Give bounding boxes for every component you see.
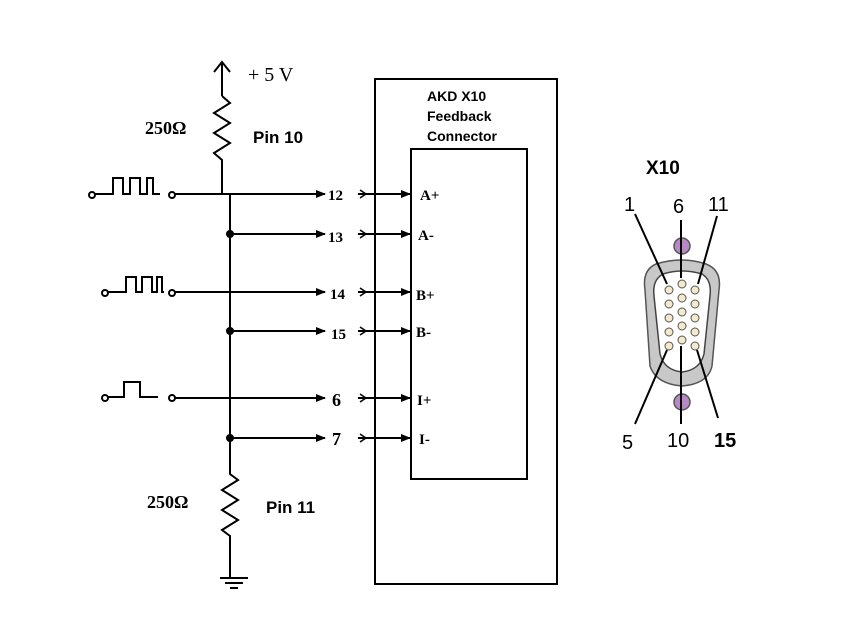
x10-pin-label-11: 11 bbox=[708, 194, 729, 216]
resistor-top bbox=[212, 95, 232, 194]
channel-b-minus: B- bbox=[416, 325, 431, 341]
channel-a-minus: A- bbox=[418, 228, 434, 244]
supply-voltage-label: + 5 V bbox=[248, 64, 294, 86]
signal-arrows bbox=[230, 190, 326, 442]
connector-outer-box bbox=[374, 78, 558, 585]
pin-number-13: 13 bbox=[328, 230, 343, 246]
x10-pin-label-1: 1 bbox=[624, 194, 635, 216]
channel-b-plus: B+ bbox=[416, 288, 435, 304]
connector-title-line1: AKD X10 bbox=[427, 88, 486, 104]
x10-connector-illustration: X10 1 6 11 5 10 15 bbox=[622, 158, 736, 454]
connector-inner-box bbox=[410, 148, 528, 480]
x10-pin-label-6: 6 bbox=[673, 196, 684, 218]
connector-title-line3: Connector bbox=[427, 128, 498, 144]
resistor-bottom bbox=[220, 470, 240, 578]
connector-title-line2: Feedback bbox=[427, 108, 492, 124]
connector-entry-arrows bbox=[358, 190, 411, 442]
pin-number-6: 6 bbox=[332, 390, 341, 410]
channel-a-plus: A+ bbox=[420, 188, 439, 204]
pulse-source-a bbox=[88, 177, 176, 199]
pin-number-15: 15 bbox=[331, 327, 346, 343]
x10-title: X10 bbox=[646, 158, 680, 179]
pin-number-7: 7 bbox=[332, 429, 341, 449]
channel-i-plus: I+ bbox=[417, 393, 431, 409]
pulse-source-index bbox=[101, 381, 176, 402]
x10-pin-label-5: 5 bbox=[622, 432, 633, 454]
resistor-top-value: 250Ω bbox=[145, 118, 186, 138]
resistor-bottom-value: 250Ω bbox=[147, 492, 188, 512]
channel-i-minus: I- bbox=[419, 432, 430, 448]
ground-icon bbox=[220, 577, 248, 589]
x10-pin-label-10: 10 bbox=[667, 430, 689, 452]
pin-number-14: 14 bbox=[330, 287, 346, 303]
pin-number-12: 12 bbox=[328, 188, 343, 204]
resistor-bottom-pin: Pin 11 bbox=[266, 498, 315, 517]
pulse-source-b bbox=[101, 276, 176, 297]
x10-pin-label-15: 15 bbox=[714, 430, 736, 452]
supply-arrow bbox=[213, 60, 231, 96]
x10-pins bbox=[664, 279, 700, 351]
resistor-top-pin: Pin 10 bbox=[253, 128, 303, 147]
x10-leader-lines bbox=[634, 213, 719, 425]
